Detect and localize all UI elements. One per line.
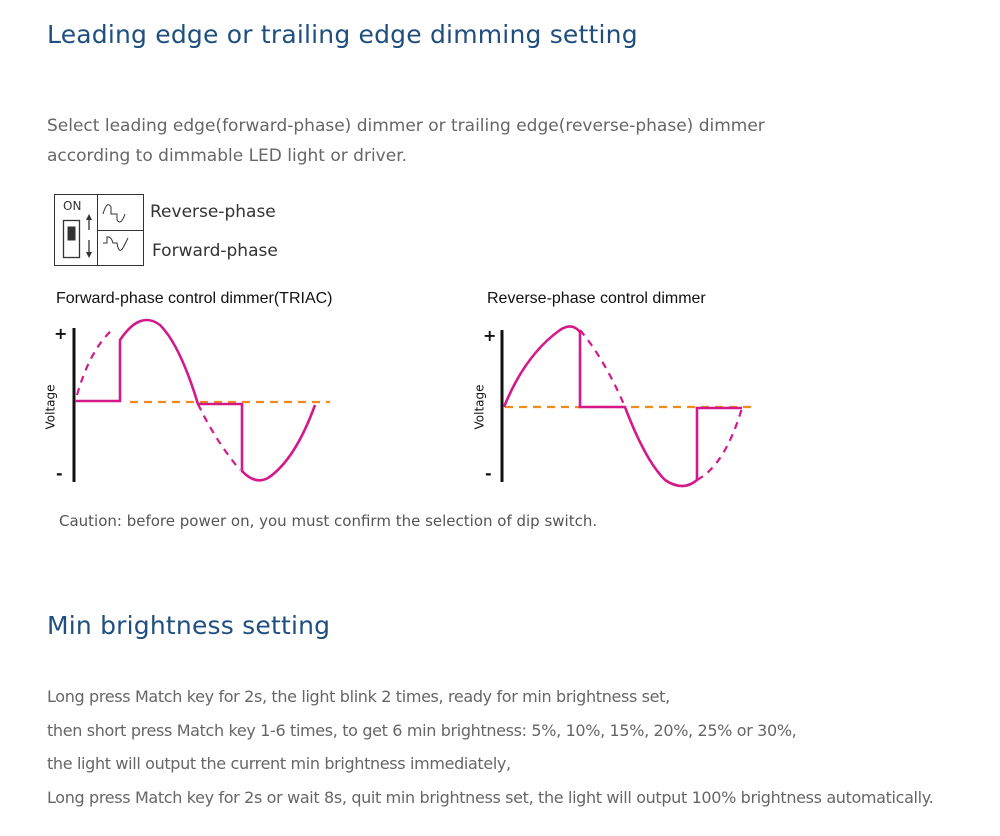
min-brightness-line: Long press Match key for 2s, the light b… xyxy=(47,687,670,706)
forward-phase-icon xyxy=(103,236,129,251)
dip-option-reverse-phase: Reverse-phase xyxy=(150,202,276,222)
forward-minus-sign: - xyxy=(56,464,63,483)
min-brightness-line: then short press Match key 1-6 times, to… xyxy=(47,720,797,740)
dimming-description-line: Select leading edge(forward-phase) dimme… xyxy=(47,116,765,136)
reverse-minus-sign: - xyxy=(485,464,492,483)
forward-plus-sign: + xyxy=(54,324,68,343)
reverse-voltage-axis-label: Voltage xyxy=(472,384,487,430)
dimming-description-line: according to dimmable LED light or drive… xyxy=(47,146,408,166)
dimming-description: Select leading edge(forward-phase) dimme… xyxy=(47,111,765,171)
reverse-phase-chart-title: Reverse-phase control dimmer xyxy=(487,290,706,307)
caution-note: Caution: before power on, you must confi… xyxy=(59,512,598,530)
section-title-dimming: Leading edge or trailing edge dimming se… xyxy=(47,20,638,49)
dip-on-label: ON xyxy=(63,199,82,213)
min-brightness-line: the light will output the current min br… xyxy=(47,754,511,773)
min-brightness-description: Long press Match key for 2s, the light b… xyxy=(47,680,934,814)
min-brightness-line: Long press Match key for 2s or wait 8s, … xyxy=(47,787,934,807)
forward-phase-chart-title: Forward-phase control dimmer(TRIAC) xyxy=(56,290,333,307)
dip-option-forward-phase: Forward-phase xyxy=(152,241,278,261)
section-title-min-brightness: Min brightness setting xyxy=(47,611,331,640)
reverse-phase-icon xyxy=(102,204,126,223)
reverse-plus-sign: + xyxy=(483,326,497,345)
